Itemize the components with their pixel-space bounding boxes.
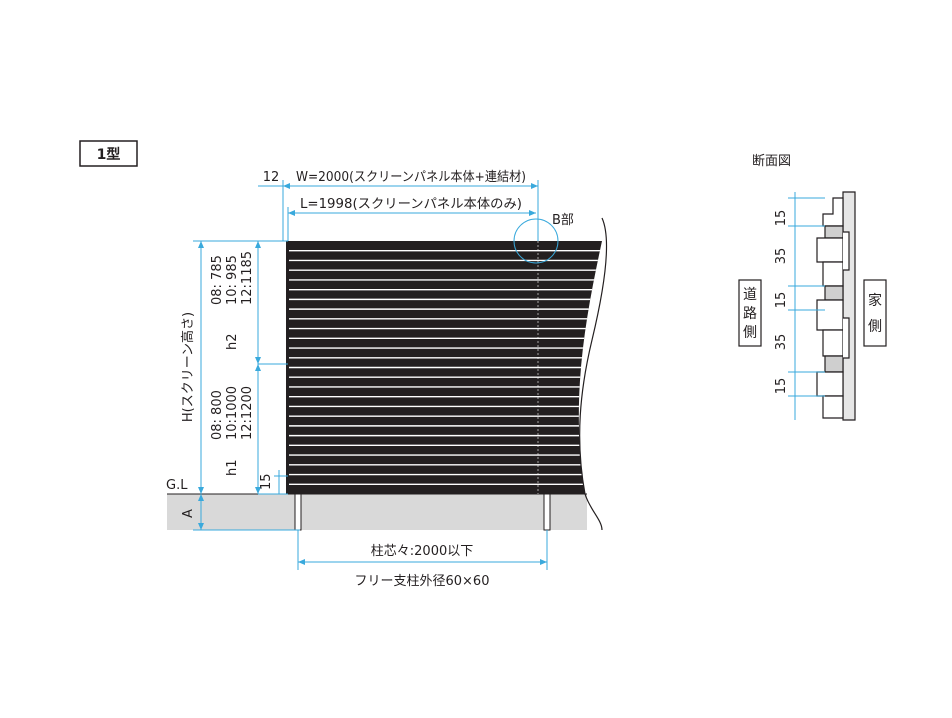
road-side-label: 道路側 (743, 287, 757, 341)
width-dimension: 12 W=2000(スクリーンパネル本体+連結材) (258, 170, 539, 241)
length-dimension: L=1998(スクリーンパネル本体のみ) (287, 197, 536, 241)
h2-value-1: 08: 785 (210, 255, 225, 305)
post-pitch-dimension: 柱芯々:2000以下 フリー支柱外径60×60 (297, 530, 548, 589)
section-pitch-2: 35 (774, 248, 789, 265)
screen-panel (288, 241, 602, 494)
height-dimension: H(スクリーン高さ) (180, 241, 204, 494)
h1-value-3: 12:1200 (240, 386, 255, 440)
panel-edge-post (286, 241, 289, 494)
ground-band (167, 494, 587, 530)
h2-label: h2 (225, 333, 240, 350)
detail-b-circle (513, 218, 559, 264)
h1-label: h1 (225, 459, 240, 476)
section-title: 断面図 (752, 154, 791, 169)
length-label: L=1998(スクリーンパネル本体のみ) (300, 197, 522, 212)
detail-b-label: B部 (552, 213, 574, 228)
bottom-gap-label: 15 (259, 473, 274, 490)
pitch-label: 柱芯々:2000以下 (371, 544, 473, 559)
road-side-box: 道路側 (738, 279, 762, 347)
section-profile (816, 191, 856, 421)
gl-label: G.L (166, 478, 188, 493)
type-label: 1型 (97, 146, 121, 163)
h1-value-1: 08: 800 (210, 390, 225, 440)
height-label: H(スクリーン高さ) (180, 312, 196, 422)
h2-dimension: 08: 785 10: 985 12:1185 h2 (210, 241, 261, 364)
section-pitch-1: 15 (774, 210, 789, 227)
post-left (294, 493, 302, 531)
h2-value-3: 12:1185 (240, 251, 255, 305)
section-pitch-5: 15 (774, 378, 789, 395)
bottom-gap-dimension: 15 (259, 470, 288, 494)
a-label: A (181, 509, 196, 518)
section-pitch-4: 35 (774, 334, 789, 351)
section-dimension: 15 35 15 35 15 (774, 192, 825, 420)
house-side-box: 家側 (863, 279, 887, 347)
house-side-label: 家側 (868, 292, 882, 335)
h1-dimension: 08: 800 10:1000 12:1200 h1 (210, 364, 261, 494)
overhang-label: 12 (263, 170, 280, 185)
post-right (543, 493, 551, 531)
break-line (579, 217, 608, 531)
width-label: W=2000(スクリーンパネル本体+連結材) (296, 170, 526, 185)
post-label: フリー支柱外径60×60 (355, 574, 490, 589)
h2-value-2: 10: 985 (225, 255, 240, 305)
a-dimension: A (181, 494, 204, 530)
type-label-box: 1型 (79, 140, 138, 167)
section-pitch-3: 15 (774, 292, 789, 309)
h1-value-2: 10:1000 (225, 386, 240, 440)
